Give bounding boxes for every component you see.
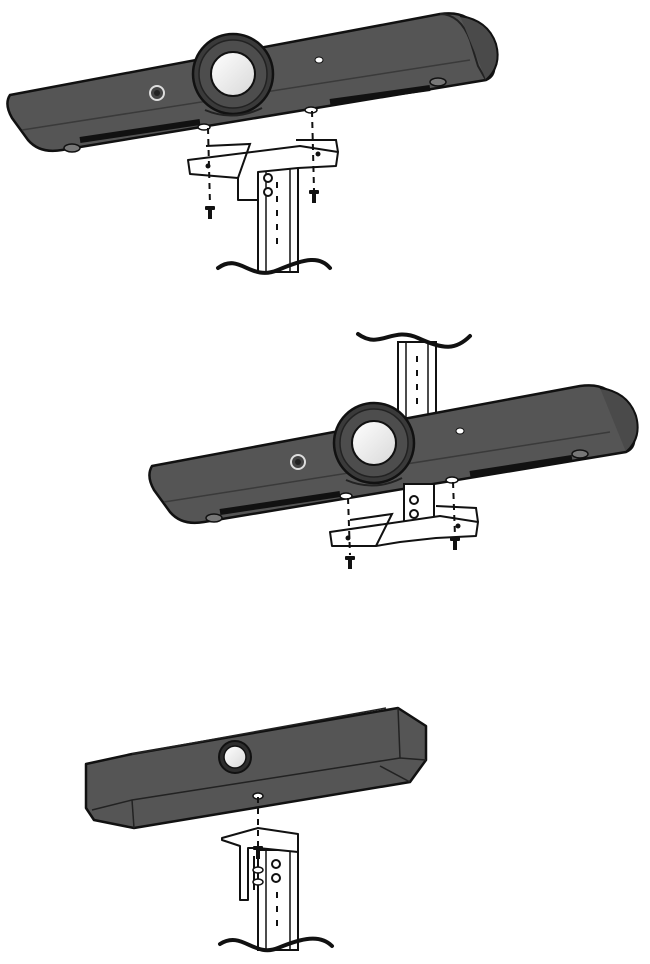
break-line-1 [216,258,332,275]
camera-lens-1 [191,32,275,117]
break-line-3 [218,936,334,953]
bracket-3 [221,827,299,901]
soundbar-camera-1 [6,12,499,153]
guide-line [347,497,351,556]
guide-line [311,110,315,191]
screw-icon [309,190,319,203]
guide-line [207,127,211,206]
break-line-2 [356,332,472,349]
screw-icon [205,206,215,219]
screw-icon [253,846,263,859]
panel-2 [148,332,639,569]
bracket-2 [329,505,479,547]
pole-above-2 [397,341,437,423]
camera-lens-2 [332,401,416,487]
screw-icon [345,556,355,569]
guide-line [452,481,456,537]
panel-3 [84,706,428,953]
panel-1 [6,12,499,275]
pole-below-3 [257,849,299,951]
camera-lens-3 [218,740,252,774]
compact-camera-bar [84,706,428,830]
soundbar-camera-2 [148,384,639,525]
pole-below-1 [257,159,299,273]
screw-icon [450,537,460,550]
